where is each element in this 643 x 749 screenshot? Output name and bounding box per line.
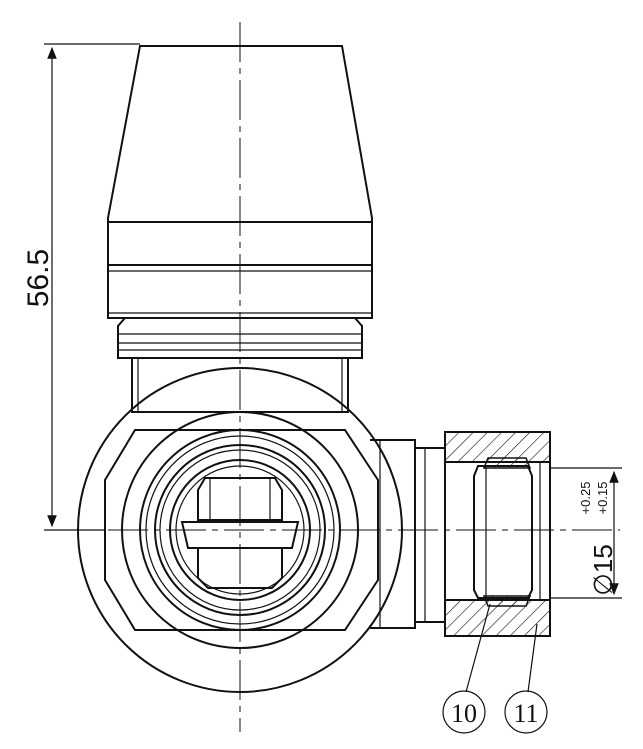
diameter-dimension-label: ∅15 (588, 544, 618, 596)
side-outlet (370, 431, 551, 637)
callout-11-label: 11 (513, 699, 538, 728)
callout-10: 10 (442, 603, 491, 734)
height-dimension: 56.5 (22, 43, 140, 531)
collar-ring (117, 317, 363, 359)
height-dimension-label: 56.5 (22, 249, 55, 307)
valve-head-cap (107, 45, 373, 319)
callout-10-label: 10 (451, 699, 477, 728)
inner-insert (180, 477, 300, 589)
tolerance-lower: +0.15 (595, 482, 610, 515)
diameter-dimension: ∅15 +0.25 +0.15 (550, 467, 622, 599)
callout-11: 11 (504, 623, 548, 734)
tolerance-upper: +0.25 (578, 482, 593, 515)
